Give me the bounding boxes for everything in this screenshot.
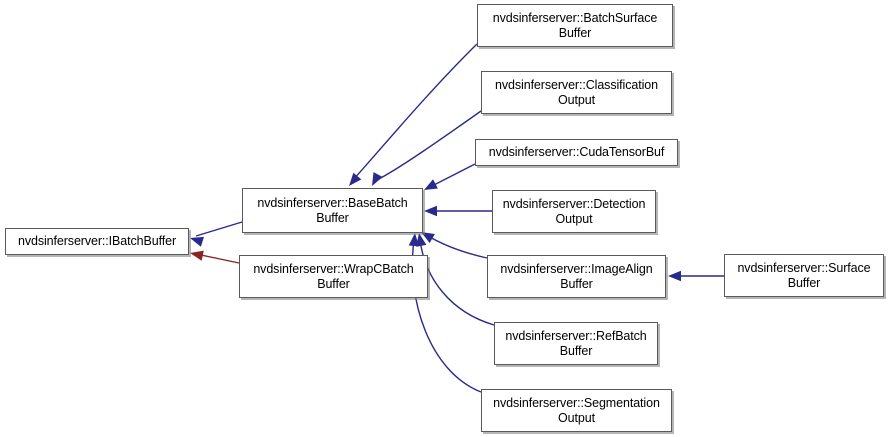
inheritance-edge-detectionoutput-to-basebatchbuffer [424,205,492,217]
class-node-detectionoutput[interactable]: nvdsinferserver::Detection Output [492,190,656,233]
edge-line [376,110,482,181]
class-node-label: nvdsinferserver::IBatchBuffer [17,234,177,248]
arrowhead-icon [424,205,437,217]
class-node-label: nvdsinferserver::RefBatch Buffer [505,328,647,358]
arrowhead-icon [668,270,681,282]
inheritance-edge-classificationoutput-to-basebatchbuffer [372,110,482,186]
class-node-label: nvdsinferserver::Detection Output [502,196,646,226]
arrowhead-icon [424,179,438,190]
class-node-segmentationoutput[interactable]: nvdsinferserver::Segmentation Output [481,389,672,432]
class-node-basebatchbuffer[interactable]: nvdsinferserver::BaseBatch Buffer [242,188,423,233]
edge-line [419,239,495,326]
edge-line [431,163,476,187]
class-node-label: nvdsinferserver::BatchSurface Buffer [492,10,658,40]
class-node-imagealignbuffer[interactable]: nvdsinferserver::ImageAlign Buffer [487,255,666,298]
inheritance-edge-cudatensorbuf-to-basebatchbuffer [424,163,476,190]
inheritance-edge-wrapcbatchbuffer-to-ibatchbuffer [190,250,240,264]
class-node-label: nvdsinferserver::ImageAlign Buffer [500,261,653,291]
inheritance-edge-basebatchbuffer-to-ibatchbuffer [190,221,243,247]
arrowhead-icon [408,233,420,247]
class-node-ibatchbuffer[interactable]: nvdsinferserver::IBatchBuffer [5,228,189,255]
edge-line [195,253,240,264]
class-node-label: nvdsinferserver::Classification Output [495,77,658,107]
arrowhead-icon [190,236,204,247]
class-node-batchsurfacebuffer[interactable]: nvdsinferserver::BatchSurface Buffer [477,4,673,47]
arrowhead-icon [349,172,362,186]
inheritance-edge-batchsurfacebuffer-to-basebatchbuffer [349,43,478,186]
class-node-refbatchbuffer[interactable]: nvdsinferserver::RefBatch Buffer [494,322,658,365]
edge-line [195,221,243,237]
class-node-label: nvdsinferserver::BaseBatch Buffer [257,195,408,225]
class-node-label: nvdsinferserver::Segmentation Output [493,395,660,425]
arrowhead-icon [416,233,427,247]
class-node-cudatensorbuf[interactable]: nvdsinferserver::CudaTensorBuf [475,139,678,166]
arrowhead-icon [372,172,383,186]
edge-line [427,235,488,259]
class-node-surfacebuffer[interactable]: nvdsinferserver::Surface Buffer [724,254,884,297]
class-node-label: nvdsinferserver::WrapCBatch Buffer [253,261,414,291]
class-node-label: nvdsinferserver::Surface Buffer [737,260,871,290]
arrowhead-icon [190,250,204,261]
class-node-wrapcbatchbuffer[interactable]: nvdsinferserver::WrapCBatch Buffer [239,255,428,298]
inheritance-edge-surfacebuffer-to-imagealignbuffer [668,270,724,282]
class-node-classificationoutput[interactable]: nvdsinferserver::Classification Output [481,71,672,114]
class-node-label: nvdsinferserver::CudaTensorBuf [488,145,665,159]
inheritance-edge-imagealignbuffer-to-basebatchbuffer [421,232,488,259]
edge-line [352,43,478,181]
